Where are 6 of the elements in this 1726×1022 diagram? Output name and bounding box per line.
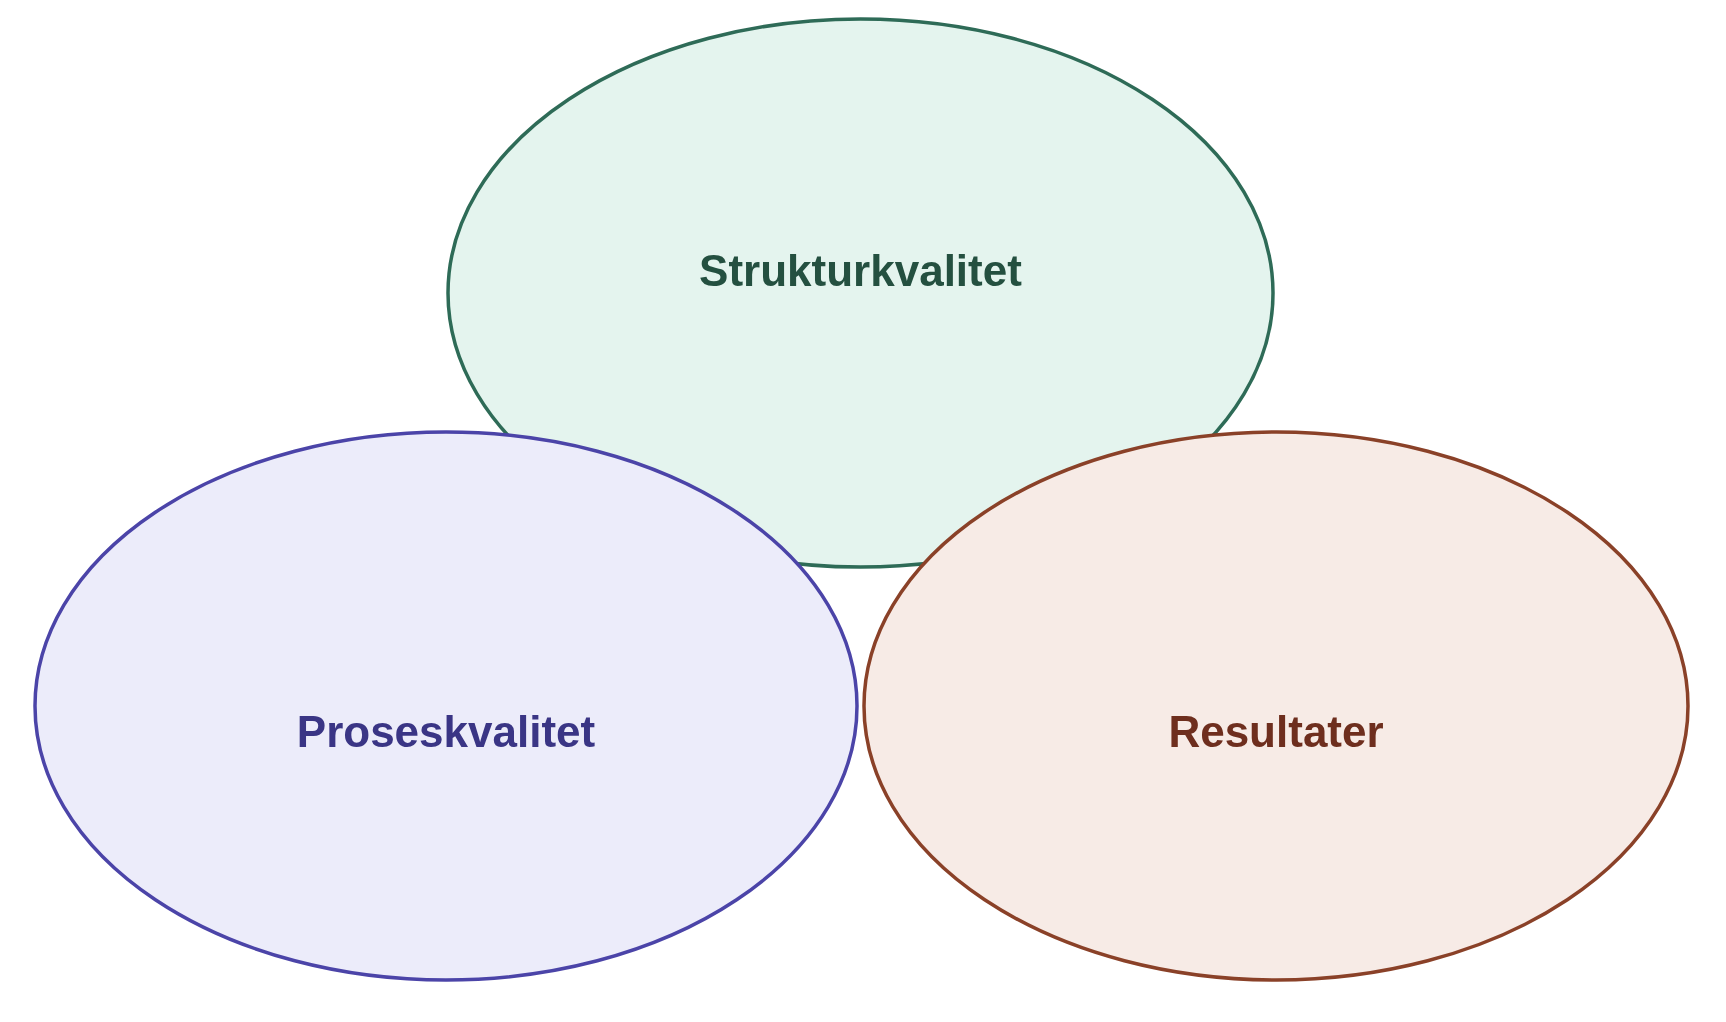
node-label: Strukturkvalitet <box>699 246 1022 296</box>
node-label: Proseskvalitet <box>296 707 596 757</box>
ellipse-node <box>446 17 1275 569</box>
ellipse-node <box>33 430 859 982</box>
node-label: Resultater <box>1168 707 1384 757</box>
ellipse-node <box>862 430 1690 982</box>
